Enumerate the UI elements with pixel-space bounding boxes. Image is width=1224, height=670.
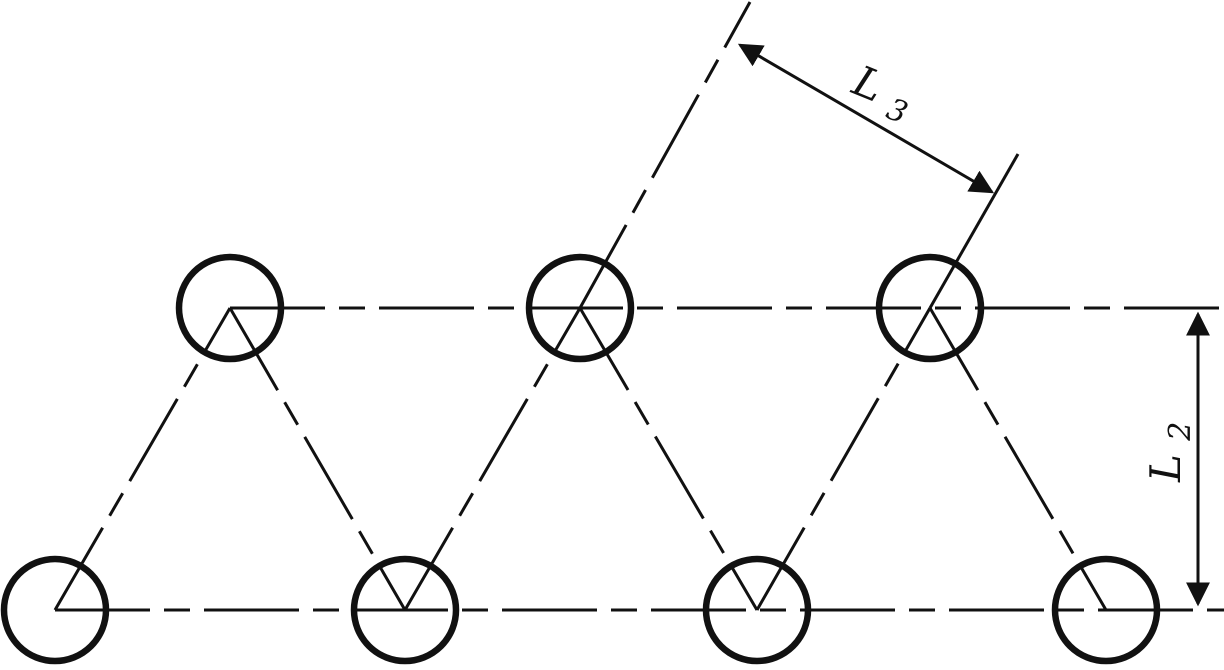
l3-label: L 3 [842, 55, 920, 131]
hole-top-3 [875, 253, 985, 363]
l2-label-main: L [1141, 454, 1190, 483]
zigzag-centerline-5 [755, 307, 932, 611]
hole-bottom-3 [702, 555, 812, 665]
hole-bottom-1 [0, 555, 110, 665]
zigzag-centerline-6 [928, 307, 1108, 611]
zigzag-centerline-3 [403, 307, 582, 611]
l2-label-subscript: 2 [1163, 422, 1198, 442]
zigzag-centerline-1 [53, 307, 232, 611]
zigzag-centerline-4 [578, 307, 759, 611]
l3-extension-line-right [928, 153, 1020, 309]
hole-top-1 [175, 253, 285, 363]
hole-bottom-4 [1051, 555, 1161, 665]
zigzag-centerline-2 [228, 307, 407, 611]
hole-bottom-2 [350, 555, 460, 665]
l3-extension-line-left [578, 1, 752, 309]
hole-top-2 [525, 253, 635, 363]
l3-label-main: L [845, 55, 890, 111]
l3-label-subscript: 3 [882, 92, 913, 132]
l2-label: L 2 [1141, 422, 1198, 483]
l3-dimension-line [737, 43, 995, 194]
